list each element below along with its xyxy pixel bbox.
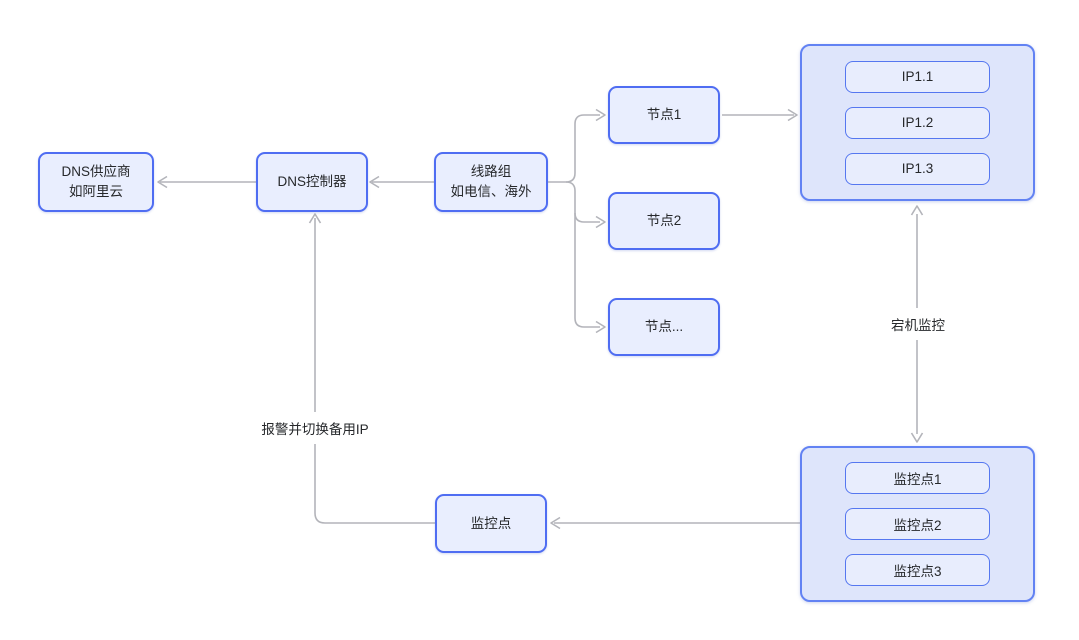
edge-label-downtime-monitor: 宕机监控 <box>887 312 949 336</box>
edge-linegroup-to-controller <box>369 175 434 189</box>
ip-item-3-label: IP1.3 <box>901 161 934 176</box>
ip-group-container: IP1.1 IP1.2 IP1.3 <box>800 44 1035 201</box>
edge-label-alert-switch: 报警并切换备用IP <box>257 416 373 440</box>
ip-item-1-label: IP1.1 <box>901 69 934 84</box>
node-dns-provider-line1: DNS供应商 <box>61 164 131 179</box>
monitor-item-1: 监控点1 <box>845 462 990 494</box>
arrow-right-icon <box>595 215 606 229</box>
edge-linegroup-to-node-more <box>565 181 606 334</box>
node-1-label: 节点1 <box>646 107 682 122</box>
edge-downtime-monitor <box>910 205 924 443</box>
ip-item-2: IP1.2 <box>845 106 990 139</box>
monitor-item-1-label: 监控点1 <box>893 472 942 487</box>
monitor-item-2-label: 监控点2 <box>893 518 942 533</box>
edge-monitorgroup-to-monitorpoint <box>550 516 800 530</box>
monitor-group-container: 监控点1 监控点2 监控点3 <box>800 446 1035 602</box>
arrow-right-icon <box>595 108 606 122</box>
node-1: 节点1 <box>608 86 720 144</box>
arrow-down-icon <box>910 432 924 443</box>
node-dns-controller-label: DNS控制器 <box>277 174 347 189</box>
ip-item-2-label: IP1.2 <box>901 115 934 130</box>
node-line-group-line1: 线路组 <box>470 164 512 179</box>
monitor-item-3: 监控点3 <box>845 554 990 586</box>
node-dns-controller: DNS控制器 <box>256 152 368 212</box>
edge-monitorpoint-to-controller <box>308 213 436 524</box>
edge-linegroup-to-node1 <box>548 108 606 183</box>
arrow-left-icon <box>550 516 561 530</box>
arrow-right-icon <box>595 320 606 334</box>
node-monitor-point: 监控点 <box>435 494 547 553</box>
node-2: 节点2 <box>608 192 720 250</box>
node-more: 节点... <box>608 298 720 356</box>
node-dns-provider: DNS供应商 如阿里云 <box>38 152 154 212</box>
arrow-up-icon <box>308 213 322 224</box>
arrow-up-icon <box>910 205 924 216</box>
node-dns-provider-line2: 如阿里云 <box>69 184 123 199</box>
arrow-right-icon <box>787 108 798 122</box>
node-line-group-line2: 如电信、海外 <box>450 184 532 199</box>
arrow-left-icon <box>157 175 168 189</box>
arrow-left-icon <box>369 175 380 189</box>
edge-node1-to-ip-group <box>722 108 798 122</box>
edge-linegroup-to-node2 <box>574 212 606 229</box>
edge-controller-to-provider <box>157 175 256 189</box>
ip-item-3: IP1.3 <box>845 152 990 185</box>
node-2-label: 节点2 <box>646 213 682 228</box>
node-line-group: 线路组 如电信、海外 <box>434 152 548 212</box>
monitor-item-3-label: 监控点3 <box>893 564 942 579</box>
node-monitor-point-label: 监控点 <box>470 515 512 531</box>
ip-item-1: IP1.1 <box>845 60 990 93</box>
monitor-item-2: 监控点2 <box>845 508 990 540</box>
node-more-label: 节点... <box>644 319 684 334</box>
